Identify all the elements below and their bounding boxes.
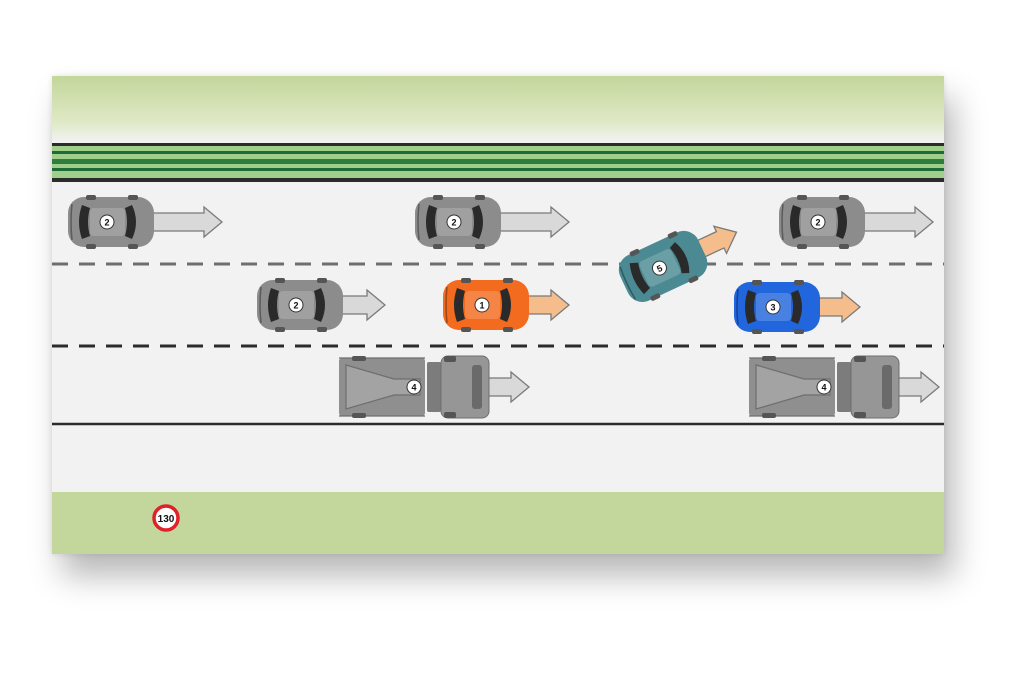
- vehicle-number-badge: [446, 214, 462, 230]
- direction-arrow: [338, 288, 387, 322]
- vehicle-number: 4: [821, 383, 826, 393]
- speed-limit-sign: 130: [152, 504, 180, 532]
- speed-sign-ring: [152, 504, 180, 532]
- vehicle-number-badge: [474, 297, 490, 313]
- vehicle-number-badge: [765, 299, 781, 315]
- gray-car-lane1-c: 2: [778, 194, 935, 250]
- vehicle-number: 1: [479, 301, 484, 311]
- truck-lane3-b: 4: [748, 355, 941, 419]
- gray-car-lane2: 2: [256, 277, 387, 333]
- median-strip: [52, 143, 944, 182]
- vehicle-number-badge: [406, 379, 422, 395]
- direction-arrow: [496, 205, 571, 239]
- truck-lane3-a: 4: [338, 355, 531, 419]
- gray-car-lane1-a: 2: [67, 194, 224, 250]
- vehicle-number: 2: [104, 218, 109, 228]
- speed-sign-value: 130: [158, 514, 175, 525]
- direction-arrow: [149, 205, 224, 239]
- teal-car-lane-change: 5: [611, 223, 738, 310]
- lane-markings: [52, 262, 944, 426]
- direction-arrow: [815, 290, 862, 324]
- vehicle-number-badge: [651, 260, 667, 276]
- vehicle-number: 5: [655, 263, 664, 274]
- vehicle-number-badge: [810, 214, 826, 230]
- direction-arrow: [524, 288, 571, 322]
- orange-car-lane2: 1: [442, 277, 571, 333]
- direction-arrow: [860, 205, 935, 239]
- vehicles: 2 2 2 5 2 1 3 4 4: [67, 194, 941, 419]
- direction-arrow: [892, 370, 941, 404]
- vehicle-number: 2: [293, 301, 298, 311]
- vehicle-number: 2: [451, 218, 456, 228]
- vehicle-number: 3: [770, 303, 775, 313]
- vehicle-number-badge: [288, 297, 304, 313]
- gray-car-lane1-b: 2: [414, 194, 571, 250]
- lower-verge: [52, 492, 944, 554]
- vehicle-number-badge: [816, 379, 832, 395]
- vehicle-number-badge: [99, 214, 115, 230]
- direction-arrow: [482, 370, 531, 404]
- upper-verge: [52, 76, 944, 142]
- blue-car-lane2: 3: [733, 279, 862, 335]
- vehicle-number: 2: [815, 218, 820, 228]
- vehicle-number: 4: [411, 383, 416, 393]
